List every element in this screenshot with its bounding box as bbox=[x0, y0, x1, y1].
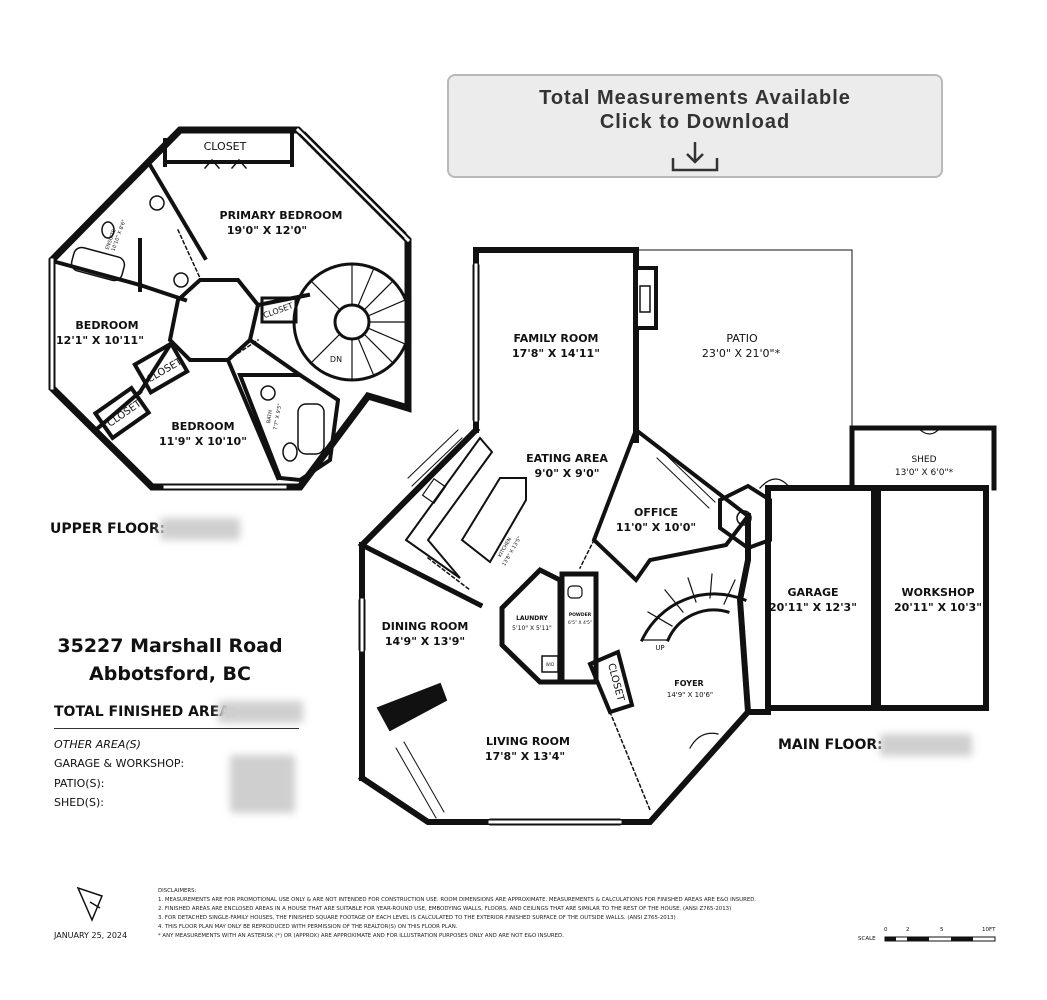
room-name-living-room: LIVING ROOM bbox=[486, 735, 570, 748]
main-floor-plan bbox=[357, 247, 997, 826]
disclaimer-4: 4. THIS FLOOR PLAN MAY ONLY BE REPRODUCE… bbox=[158, 924, 458, 930]
north-arrow-icon bbox=[76, 886, 104, 922]
room-dims-eating-area: 9'0" X 9'0" bbox=[535, 467, 600, 480]
total-finished-area-label: TOTAL FINISHED AREA: bbox=[54, 704, 236, 720]
disclaimer-1: 1. MEASUREMENTS ARE FOR PROMOTIONAL USE … bbox=[158, 897, 757, 903]
upper-closet-label-3: CLOSET bbox=[145, 356, 185, 385]
room-dims-office: 11'0" X 10'0" bbox=[616, 521, 696, 534]
room-dims-dining-room: 14'9" X 13'9" bbox=[385, 635, 465, 648]
disclaimers-title: DISCLAIMERS: bbox=[158, 888, 197, 894]
sheds-area-label: SHED(S): bbox=[54, 796, 104, 809]
room-dims-garage: 20'11" X 12'3" bbox=[769, 601, 857, 614]
scale-bar bbox=[884, 936, 996, 942]
main-floor-area-redacted bbox=[880, 734, 972, 756]
stair-down-label: DN bbox=[330, 355, 342, 364]
room-name-bath: BATH bbox=[266, 410, 274, 424]
other-areas-label: OTHER AREA(S) bbox=[54, 738, 141, 751]
main-floor-labels: FAMILY ROOM 17'8" X 14'11" PATIO 23'0" X… bbox=[382, 332, 982, 763]
upper-floor-area-redacted bbox=[160, 518, 240, 540]
room-name-bedroom-2: BEDROOM bbox=[171, 420, 234, 433]
stair-up-label: UP bbox=[655, 644, 664, 652]
garage-workshop-area-label: GARAGE & WORKSHOP: bbox=[54, 757, 185, 770]
disclaimer-3: 3. FOR DETACHED SINGLE-FAMILY HOUSES, TH… bbox=[158, 915, 676, 921]
download-banner-line-2: Click to Download bbox=[599, 111, 791, 133]
area-divider bbox=[54, 728, 299, 729]
address-street: 35227 Marshall Road bbox=[57, 635, 283, 657]
plan-date: JANUARY 25, 2024 bbox=[54, 931, 128, 940]
room-name-patio: PATIO bbox=[726, 332, 758, 345]
room-dims-patio: 23'0" X 21'0"* bbox=[702, 347, 781, 360]
disclaimers: DISCLAIMERS: 1. MEASUREMENTS ARE FOR PRO… bbox=[158, 887, 878, 941]
total-finished-area-redacted bbox=[218, 701, 303, 723]
scale-tick-0: 0 bbox=[884, 927, 888, 933]
room-dims-family-room: 17'8" X 14'11" bbox=[512, 347, 600, 360]
room-dims-laundry: 5'10" X 5'11" bbox=[512, 625, 552, 632]
upper-floor-plan bbox=[48, 126, 412, 491]
other-areas-redacted bbox=[230, 755, 295, 813]
patios-area-label: PATIO(S): bbox=[54, 777, 105, 790]
room-dims-powder: 6'5" X 4'5" bbox=[568, 620, 592, 626]
upper-floor-label: UPPER FLOOR: bbox=[50, 521, 166, 537]
scale-tick-10: 10FT bbox=[982, 927, 996, 933]
upper-floor-labels: CLOSET PRIMARY BEDROOM 19'0" X 12'0" BED… bbox=[56, 140, 342, 448]
main-floor-label: MAIN FLOOR: bbox=[778, 737, 883, 753]
room-dims-bedroom-1: 12'1" X 10'11" bbox=[56, 334, 144, 347]
washer-dryer-label: W/D bbox=[546, 662, 554, 667]
scale-tick-5: 5 bbox=[940, 927, 944, 933]
download-banner-line-1: Total Measurements Available bbox=[539, 87, 851, 109]
scale-tick-2: 2 bbox=[906, 927, 910, 933]
room-dims-workshop: 20'11" X 10'3" bbox=[894, 601, 982, 614]
room-dims-foyer: 14'9" X 10'6" bbox=[667, 691, 713, 699]
room-dims-living-room: 17'8" X 13'4" bbox=[485, 750, 565, 763]
room-name-dining-room: DINING ROOM bbox=[382, 620, 469, 633]
room-name-primary-bedroom: PRIMARY BEDROOM bbox=[220, 209, 343, 222]
room-name-workshop: WORKSHOP bbox=[901, 586, 974, 599]
room-dims-bath: 7'7" X 9'5" bbox=[273, 403, 284, 430]
upper-closet-label: CLOSET bbox=[204, 140, 247, 153]
room-name-family-room: FAMILY ROOM bbox=[513, 332, 598, 345]
room-dims-shed: 13'0" X 6'0"* bbox=[895, 468, 954, 478]
room-dims-primary-bedroom: 19'0" X 12'0" bbox=[227, 224, 307, 237]
scale-label: SCALE bbox=[858, 936, 876, 942]
room-name-office: OFFICE bbox=[634, 506, 678, 519]
room-name-garage: GARAGE bbox=[787, 586, 838, 599]
disclaimer-5: * ANY MEASUREMENTS WITH AN ASTERISK (*) … bbox=[158, 933, 564, 939]
room-name-powder: POWDER bbox=[569, 612, 592, 618]
room-name-eating-area: EATING AREA bbox=[526, 452, 608, 465]
address-city: Abbotsford, BC bbox=[89, 663, 251, 685]
room-name-bedroom-1: BEDROOM bbox=[75, 319, 138, 332]
room-name-foyer: FOYER bbox=[674, 679, 703, 688]
room-dims-bedroom-2: 11'9" X 10'10" bbox=[159, 435, 247, 448]
room-name-shed: SHED bbox=[911, 455, 936, 465]
disclaimer-2: 2. FINISHED AREAS ARE ENCLOSED AREAS IN … bbox=[158, 906, 732, 912]
upper-floor-outer-wall bbox=[48, 126, 412, 491]
download-measurements-button[interactable]: Total Measurements Available Click to Do… bbox=[447, 74, 943, 178]
room-name-laundry: LAUNDRY bbox=[516, 615, 548, 622]
download-icon bbox=[671, 142, 719, 172]
